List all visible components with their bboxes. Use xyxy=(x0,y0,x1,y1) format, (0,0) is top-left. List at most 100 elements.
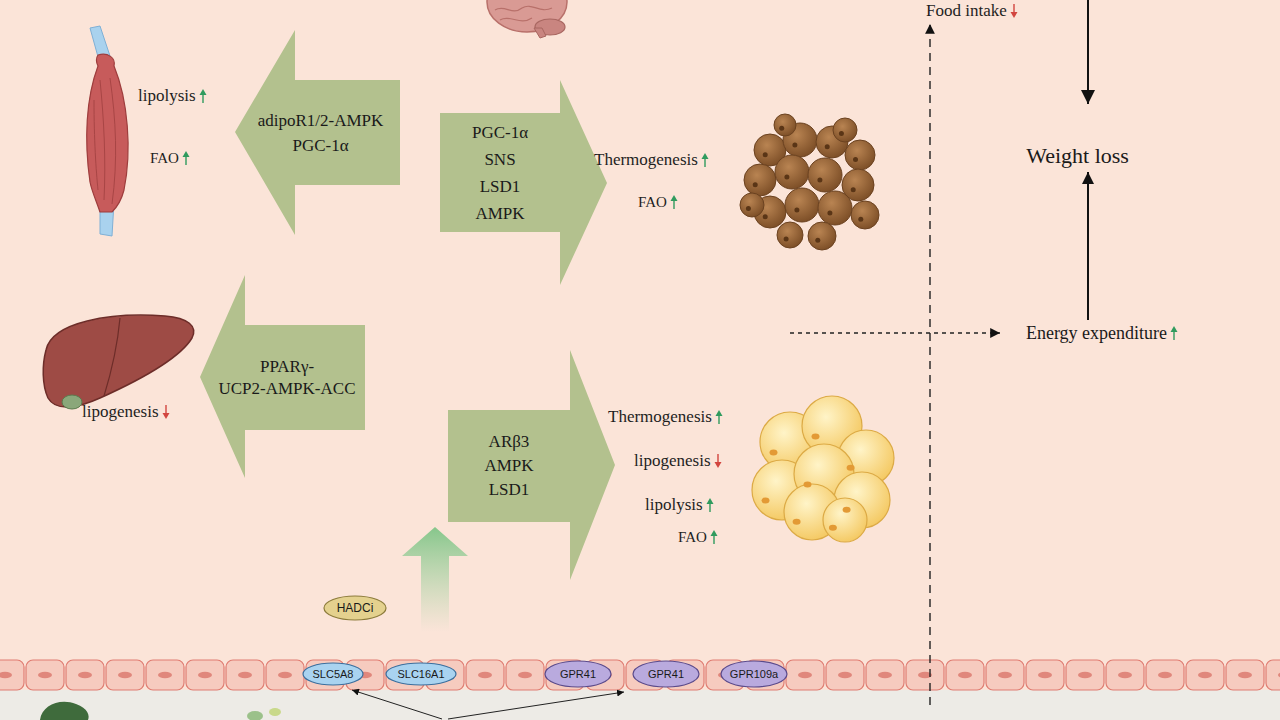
cell-nucleus xyxy=(770,450,778,456)
text-area: HADCi xyxy=(323,595,387,621)
text-area: adipoR1/2-AMPKPGC-1α xyxy=(243,80,398,185)
effect-label: lipolysis xyxy=(645,494,714,516)
increase-arrow-symbol xyxy=(182,151,190,165)
microbe-shape xyxy=(269,708,281,716)
text-word: PGC-1α xyxy=(292,136,348,155)
arrow-outline xyxy=(440,80,607,285)
node-text: LSD1 xyxy=(489,478,530,502)
brown-fat-cell xyxy=(808,158,842,192)
text-word: ARβ3 xyxy=(489,432,530,451)
brown-fat-cell xyxy=(777,222,803,248)
increase-arrow-symbol xyxy=(710,530,718,544)
text-word: LSD1 xyxy=(480,177,521,196)
cell-nucleus xyxy=(839,131,844,136)
epithelial-cell xyxy=(506,660,544,690)
effect-text: Thermogenesis xyxy=(608,406,712,428)
node-text: GPR109a xyxy=(730,668,778,681)
muscle-striation xyxy=(100,80,105,200)
epithelial-cell xyxy=(66,660,104,690)
cell-nucleus xyxy=(792,143,797,148)
epithelial-cell xyxy=(866,660,904,690)
epithelial-cell xyxy=(986,660,1024,690)
node-text: Weight loss xyxy=(1026,141,1129,171)
big-arrow-shape xyxy=(440,80,607,285)
oval-shape xyxy=(303,663,363,685)
big-arrow-shape xyxy=(448,350,615,580)
cell-nucleus xyxy=(238,672,252,678)
text-area: Weight loss xyxy=(1010,140,1145,172)
microbe-shape xyxy=(40,702,89,720)
brown-fat-cell xyxy=(845,140,875,170)
liver-lobe-line xyxy=(104,318,120,396)
connector-arrow xyxy=(1087,172,1089,320)
node-text: ARβ3 xyxy=(489,430,530,454)
brown-fat-cell xyxy=(818,191,852,225)
liver-illustration xyxy=(43,315,193,409)
arrow-tip xyxy=(715,410,722,416)
cell-nucleus xyxy=(1118,672,1132,678)
cell-nucleus xyxy=(1038,672,1052,678)
cell-nucleus xyxy=(858,217,863,222)
text-word: HADCi xyxy=(337,601,374,615)
epithelial-cell xyxy=(26,660,64,690)
effect-label: FAO xyxy=(150,147,190,169)
epithelial-cell xyxy=(146,660,184,690)
cell-nucleus xyxy=(825,144,830,149)
text-word: expenditure xyxy=(1082,323,1167,343)
text-word: AMPK xyxy=(475,204,524,223)
text-word: SLC16A1 xyxy=(397,668,444,680)
cell-nucleus xyxy=(815,238,820,243)
cell-nucleus xyxy=(793,519,801,525)
text-word: loss xyxy=(1095,143,1129,168)
node-text: AMPK xyxy=(484,454,533,478)
cell-nucleus xyxy=(838,672,852,678)
dashed-arrow xyxy=(790,332,1000,333)
node-text: GPR41 xyxy=(648,668,684,681)
text-area: PGC-1αSNSLSD1AMPK xyxy=(440,113,560,232)
brown-fat-cell xyxy=(785,188,819,222)
receptor-oval: GPR41 xyxy=(544,660,612,688)
decrease-arrow-symbol xyxy=(162,405,170,419)
cell-nucleus xyxy=(804,482,812,488)
text-area: ARβ3AMPKLSD1 xyxy=(448,410,570,522)
effect-label: Thermogenesis xyxy=(594,149,709,171)
node-text: PGC-1α xyxy=(292,133,348,158)
decrease-arrow-symbol xyxy=(714,454,722,468)
big-arrow-shape xyxy=(235,30,400,235)
node-text: LSD1 xyxy=(480,173,521,200)
brown-adipose-illustration xyxy=(740,114,879,250)
cell-nucleus xyxy=(1078,672,1092,678)
cell-nucleus xyxy=(1158,672,1172,678)
effect-label: FAO xyxy=(678,526,718,548)
cell-nucleus xyxy=(958,672,972,678)
increase-arrow-symbol xyxy=(1170,326,1178,340)
epithelial-cell xyxy=(946,660,984,690)
receptor-oval: GPR41 xyxy=(632,660,700,688)
cell-nucleus xyxy=(518,672,532,678)
gut-lumen xyxy=(0,690,1280,720)
text-area: PPARγ- UCP2-AMPK-ACC xyxy=(212,325,362,430)
brown-fat-cell xyxy=(808,222,836,250)
brain-illustration xyxy=(487,0,567,38)
epithelial-cell xyxy=(1186,660,1224,690)
arrow-tip xyxy=(710,530,717,536)
muscle-striation xyxy=(94,100,98,190)
node-text: PGC-1α xyxy=(472,119,528,146)
text-word: UCP2-AMPK-ACC xyxy=(219,379,356,398)
muscle-striation xyxy=(110,78,116,204)
text-word: GPR109a xyxy=(730,668,778,680)
cell-nucleus xyxy=(763,152,768,157)
cell-nucleus xyxy=(1198,672,1212,678)
arrow-tip xyxy=(1010,12,1017,18)
increase-arrow-symbol xyxy=(715,410,723,424)
epithelial-cell xyxy=(826,660,864,690)
oval-shape xyxy=(721,661,787,687)
pathway-arrow: ARβ3AMPKLSD1 xyxy=(448,350,615,580)
increase-arrow-symbol xyxy=(670,195,678,209)
cell-nucleus xyxy=(278,672,292,678)
effect-text: FAO xyxy=(638,191,667,213)
outcome-node: Weight loss xyxy=(1010,140,1145,172)
effect-text: lipogenesis xyxy=(634,450,711,472)
effect-label: lipogenesis xyxy=(82,401,170,423)
